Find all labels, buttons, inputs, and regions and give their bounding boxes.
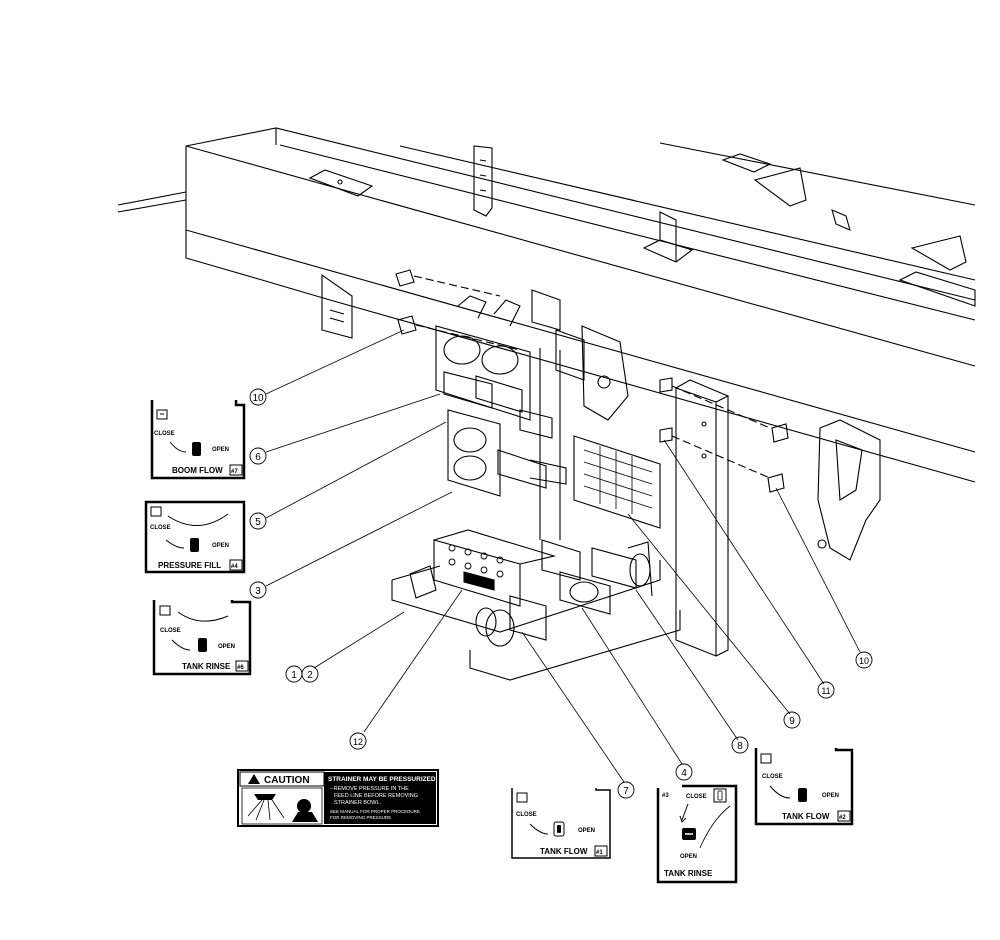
leader-lines — [265, 329, 861, 783]
callout-label: 6 — [255, 452, 261, 463]
caution-line: --REMOVE PRESSURE IN THE — [330, 786, 409, 792]
callout-2: 2 — [301, 665, 319, 683]
caution-line: STRAINER MAY BE PRESSURIZED. — [328, 776, 438, 783]
decal-open-label: OPEN — [578, 828, 595, 834]
decal-open-label: OPEN — [822, 793, 839, 799]
decal-close-label: CLOSE — [762, 774, 783, 780]
callout-10-right: 10 — [855, 651, 873, 669]
caution-line: STRAINER BOWL. — [334, 800, 382, 806]
frame-assembly — [117, 127, 976, 681]
callout-10-left: 10 — [249, 388, 267, 406]
callout-11: 11 — [817, 681, 835, 699]
callout-label: 7 — [623, 786, 629, 797]
callout-7: 7 — [617, 781, 635, 799]
decal-caution: CAUTION STRAINER MAY BE PRESSURIZED. --R… — [237, 769, 439, 827]
callout-numbers: 10 6 5 3 1 2 12 7 — [249, 388, 873, 799]
warning-triangle-icon — [248, 774, 260, 784]
decal-tank-rinse-6: CLOSE OPEN TANK RINSE #6 — [152, 600, 252, 676]
decal-boom-flow: CLOSE OPEN BOOM FLOW #7 — [150, 400, 246, 480]
callout-label: 3 — [255, 586, 261, 597]
decal-close-label: CLOSE — [160, 628, 181, 634]
decal-title: TANK FLOW — [540, 847, 588, 856]
decal-open-label: OPEN — [218, 644, 235, 650]
callout-3: 3 — [249, 581, 267, 599]
callout-label: 9 — [789, 716, 795, 727]
decal-close-label: CLOSE — [150, 525, 171, 531]
callout-label: 5 — [255, 517, 261, 528]
decal-title: TANK RINSE — [664, 869, 713, 878]
caution-line: SEE MANUAL FOR PROPER PROCEDURE — [330, 809, 420, 814]
caution-line: FEED LINE BEFORE REMOVING — [334, 793, 418, 799]
decal-close-label: CLOSE — [154, 431, 175, 437]
decal-pressure-fill: CLOSE OPEN PRESSURE FILL #4 — [144, 500, 246, 574]
callout-label: 4 — [681, 768, 687, 779]
callout-4: 4 — [675, 763, 693, 781]
caution-heading: CAUTION — [264, 775, 310, 786]
caution-line: FOR REMOVING PRESSURE. — [330, 815, 393, 820]
decal-number: #6 — [237, 665, 244, 671]
decal-open-label: OPEN — [212, 447, 229, 453]
decal-number: #7 — [231, 469, 238, 475]
decal-number: #3 — [662, 793, 669, 799]
callout-label: 11 — [821, 686, 830, 696]
callout-12: 12 — [349, 732, 367, 750]
decal-number: #2 — [839, 815, 846, 821]
decal-title: TANK FLOW — [782, 812, 830, 821]
decal-number: #1 — [596, 850, 603, 856]
callout-6: 6 — [249, 447, 267, 465]
decal-title: BOOM FLOW — [172, 466, 223, 475]
decal-close-label: CLOSE — [516, 812, 537, 818]
callout-label: 1 — [291, 670, 297, 681]
callout-1: 1 — [285, 665, 303, 683]
decal-close-label: CLOSE — [686, 794, 707, 800]
decal-title: TANK RINSE — [182, 662, 231, 671]
callout-5: 5 — [249, 512, 267, 530]
decal-title: PRESSURE FILL — [158, 561, 221, 570]
callout-label: 10 — [252, 393, 264, 404]
callout-label: 8 — [737, 741, 743, 752]
callout-label: 2 — [307, 670, 313, 681]
decal-open-label: OPEN — [680, 854, 697, 860]
callout-label: 10 — [859, 656, 869, 666]
spray-hazard-icon — [241, 787, 323, 825]
decal-tank-flow-2: CLOSE OPEN TANK FLOW #2 — [754, 748, 854, 826]
decal-tank-flow-1: CLOSE OPEN TANK FLOW #1 — [511, 788, 611, 859]
callout-8: 8 — [731, 736, 749, 754]
decal-tank-rinse-3: #3 CLOSE OPEN TANK RINSE — [656, 784, 738, 884]
decal-number: #4 — [231, 564, 238, 570]
callout-9: 9 — [783, 711, 801, 729]
decal-open-label: OPEN — [212, 543, 229, 549]
callout-label: 12 — [353, 737, 363, 747]
